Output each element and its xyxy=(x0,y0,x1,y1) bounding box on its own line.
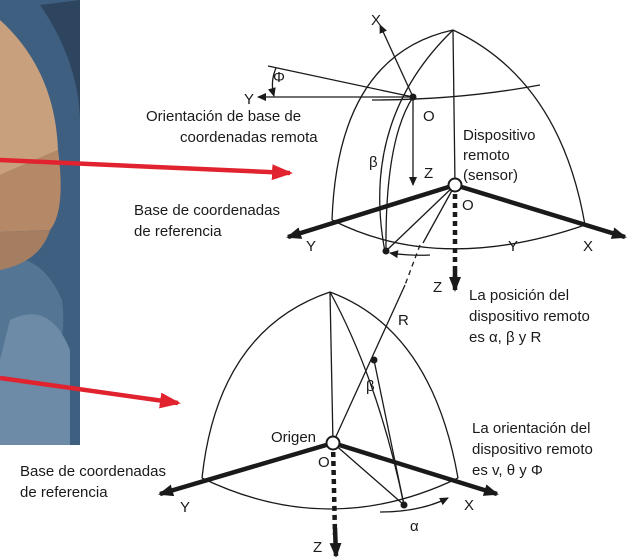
position-note: Z La posición del dispositivo remoto es … xyxy=(433,279,590,346)
reference-frame: R β Origen O La orientación del disposit… xyxy=(20,284,593,557)
ref-origin-label: Origen xyxy=(271,429,316,446)
ref-beta: β xyxy=(366,378,375,395)
remote-axis-y-bottom-mid: Y xyxy=(508,238,518,255)
red-arrow-lower xyxy=(0,375,181,409)
ref-reference-label-line2: de referencia xyxy=(20,484,108,501)
remote-axis-z-inner: Z xyxy=(424,165,433,182)
position-axis-z: Z xyxy=(433,279,442,296)
remote-frame: X Y Φ O Orientación de base de coordenad… xyxy=(134,12,627,292)
photo-person xyxy=(0,0,80,445)
remote-origin-o-upper: O xyxy=(423,108,435,125)
remote-axis-x-top: X xyxy=(371,12,381,29)
red-arrow-upper xyxy=(0,157,293,181)
orientation-note-line3: es v, θ y Φ xyxy=(472,462,543,479)
ref-axis-z: Z xyxy=(313,539,322,556)
device-label-line1: Dispositivo xyxy=(463,127,536,144)
remote-axis-x-bottom-right: X xyxy=(583,238,593,255)
ref-r-label: R xyxy=(398,312,409,329)
position-note-line2: dispositivo remoto xyxy=(469,308,590,325)
remote-origin-o: O xyxy=(462,197,474,214)
device-label-line2: remoto xyxy=(463,147,510,164)
ref-axis-x: X xyxy=(464,497,474,514)
orientation-note-line2: dispositivo remoto xyxy=(472,441,593,458)
remote-orientation-label-line1: Orientación de base de xyxy=(146,108,301,125)
dashed-link xyxy=(404,244,421,286)
remote-beta: β xyxy=(369,154,378,171)
position-note-line3: es α, β y R xyxy=(469,329,541,346)
ref-alpha: α xyxy=(410,518,419,535)
remote-axis-y-bottom-left: Y xyxy=(306,238,316,255)
device-label-line3: (sensor) xyxy=(463,167,518,184)
ref-reference-label-line1: Base de coordenadas xyxy=(20,463,166,480)
ref-origin-o: O xyxy=(318,454,330,471)
remote-reference-label-line2: de referencia xyxy=(134,223,222,240)
remote-phi: Φ xyxy=(273,69,285,86)
ref-axis-y: Y xyxy=(180,499,190,516)
remote-orientation-label-line2: coordenadas remota xyxy=(180,129,318,146)
position-note-line1: La posición del xyxy=(469,287,569,304)
orientation-note-line1: La orientación del xyxy=(472,420,590,437)
remote-reference-label-line1: Base de coordenadas xyxy=(134,202,280,219)
remote-axis-y-left: Y xyxy=(244,91,254,108)
